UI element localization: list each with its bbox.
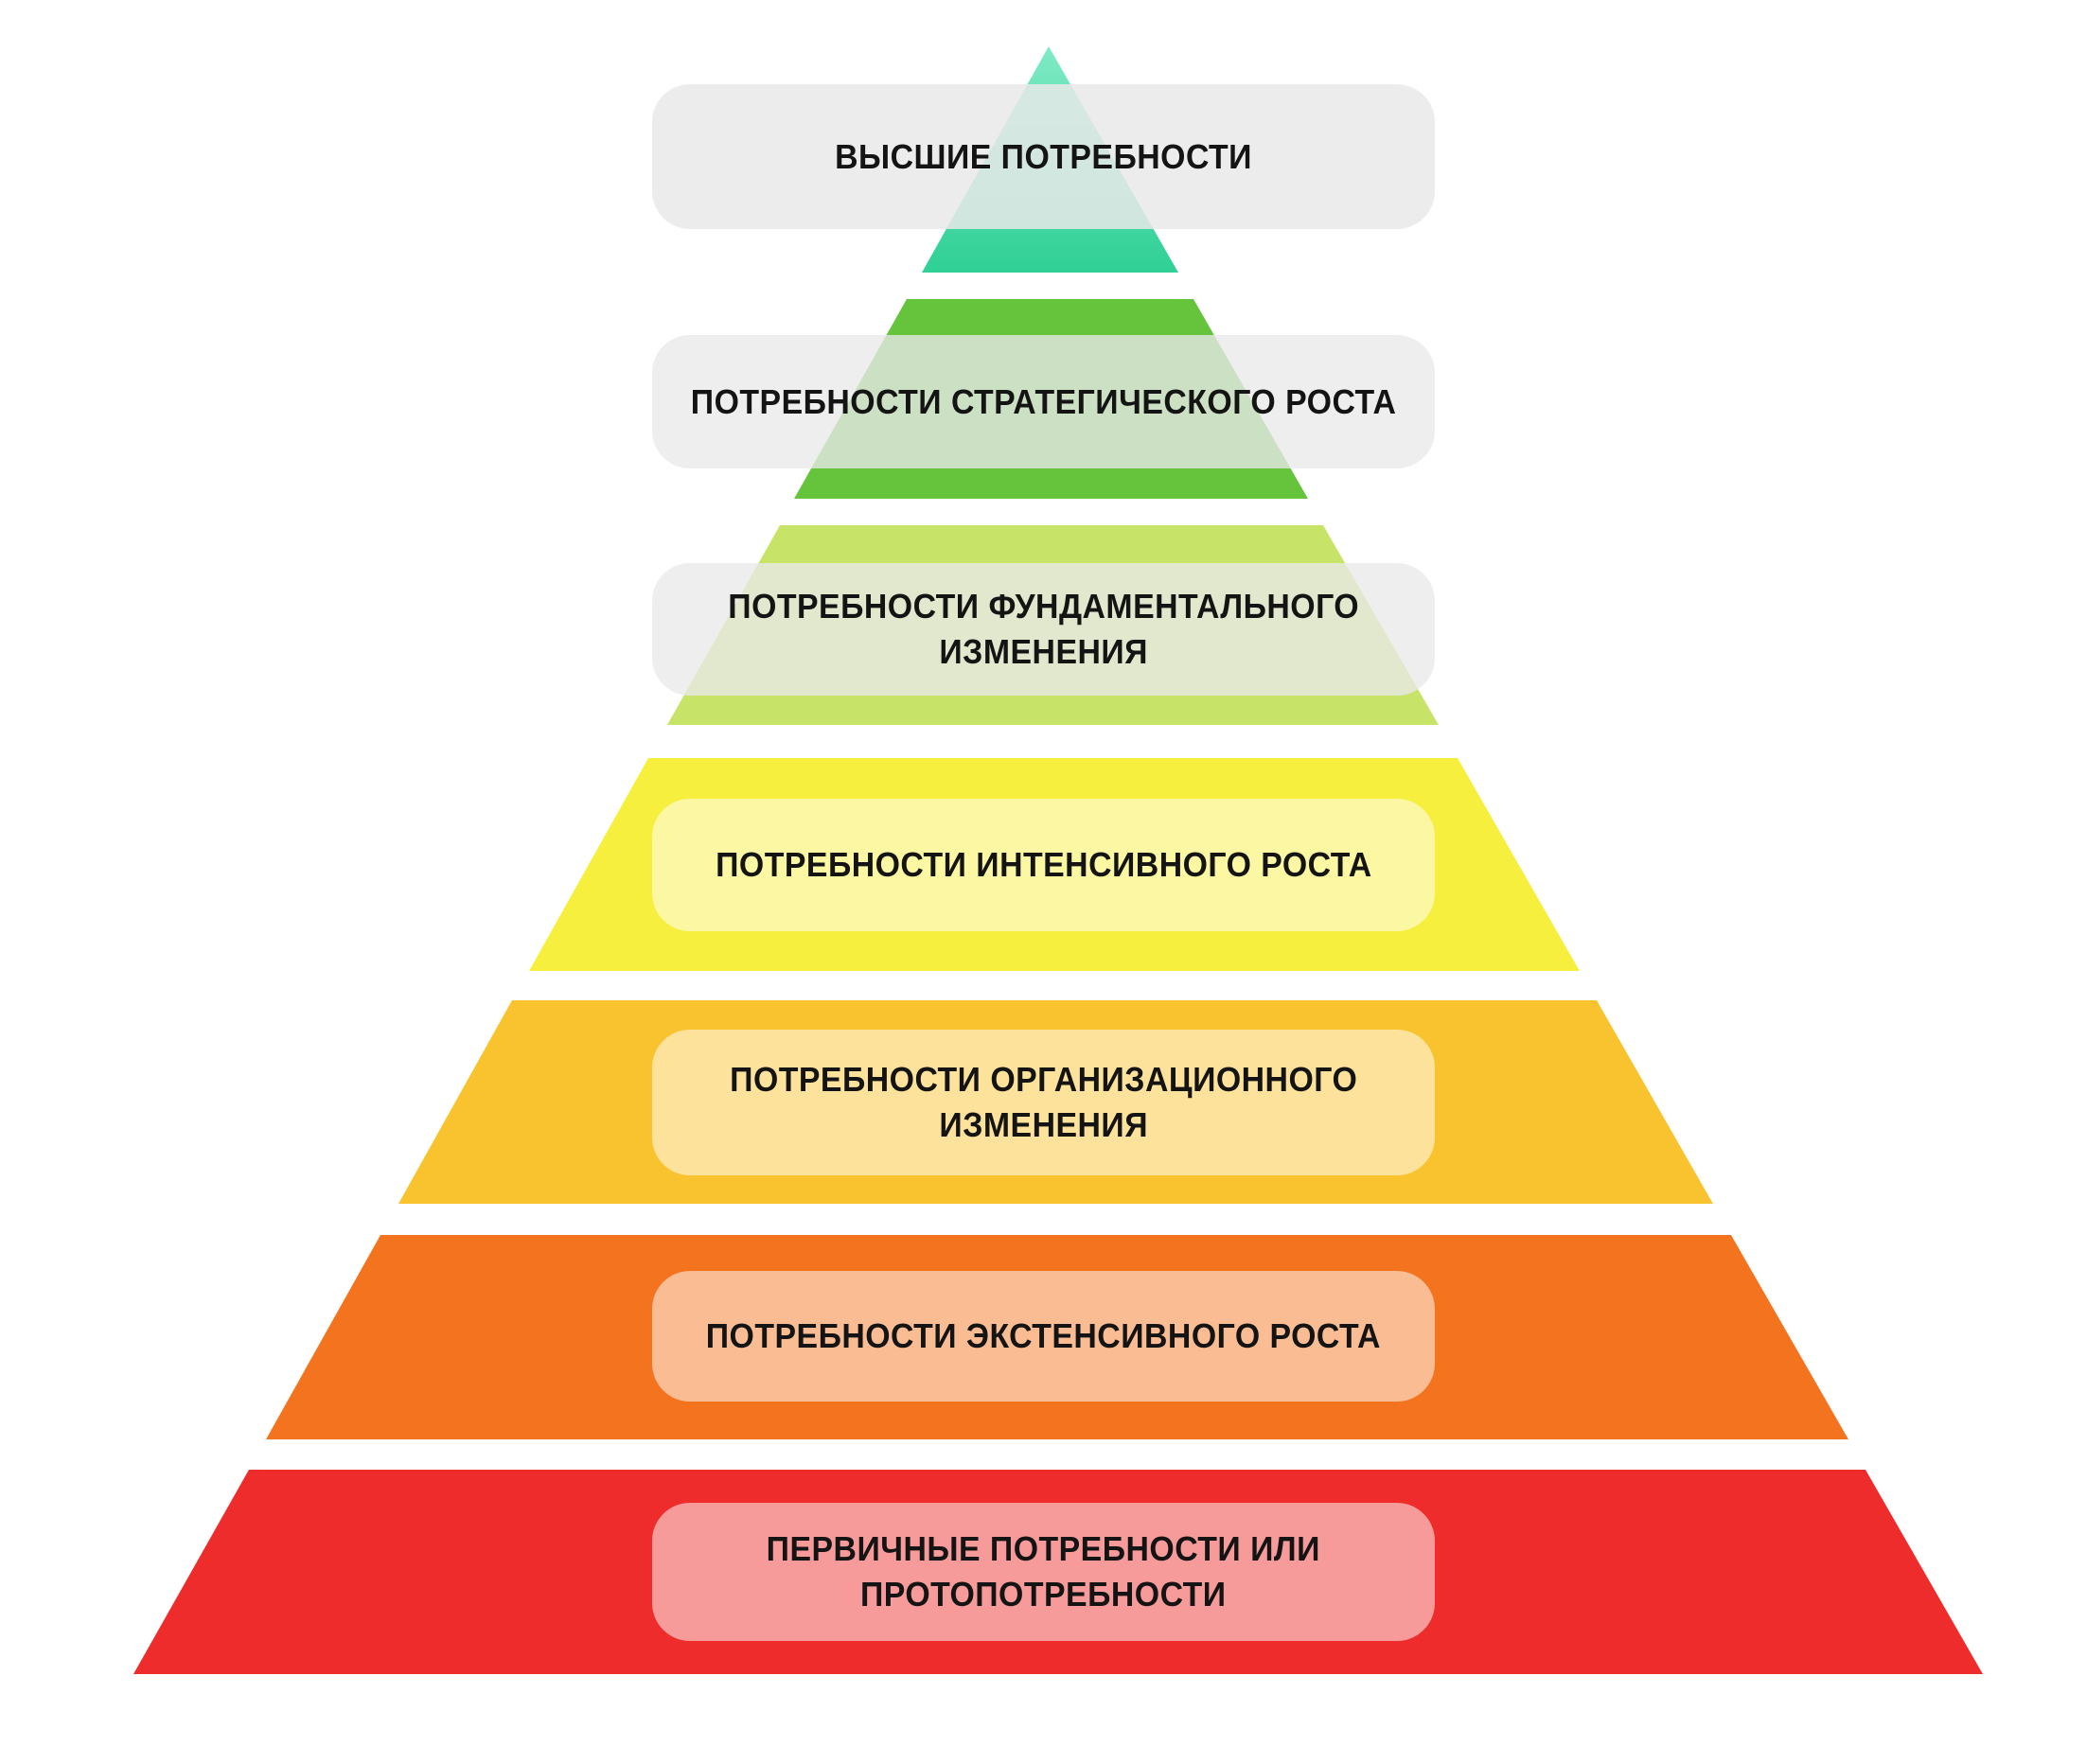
- level-4-label-pill: ПОТРЕБНОСТИ ИНТЕНСИВНОГО РОСТА: [652, 799, 1435, 931]
- level-3-label: ПОТРЕБНОСТИ ФУНДАМЕНТАЛЬНОГО ИЗМЕНЕНИЯ: [728, 587, 1359, 671]
- level-7-label-pill: ПЕРВИЧНЫЕ ПОТРЕБНОСТИ ИЛИ ПРОТОПОТРЕБНОС…: [652, 1503, 1435, 1641]
- level-2-label: ПОТРЕБНОСТИ СТРАТЕГИЧЕСКОГО РОСТА: [690, 381, 1397, 421]
- level-6-label-pill: ПОТРЕБНОСТИ ЭКСТЕНСИВНОГО РОСТА: [652, 1271, 1435, 1402]
- level-1-label-pill: ВЫСШИЕ ПОТРЕБНОСТИ: [652, 84, 1435, 229]
- level-5-label-pill: ПОТРЕБНОСТИ ОРГАНИЗАЦИОННОГО ИЗМЕНЕНИЯ: [652, 1030, 1435, 1175]
- level-2-label-pill: ПОТРЕБНОСТИ СТРАТЕГИЧЕСКОГО РОСТА: [652, 335, 1435, 468]
- level-6-label: ПОТРЕБНОСТИ ЭКСТЕНСИВНОГО РОСТА: [705, 1316, 1382, 1356]
- level-5-label: ПОТРЕБНОСТИ ОРГАНИЗАЦИОННОГО ИЗМЕНЕНИЯ: [729, 1060, 1358, 1144]
- level-3-label-pill: ПОТРЕБНОСТИ ФУНДАМЕНТАЛЬНОГО ИЗМЕНЕНИЯ: [652, 563, 1435, 696]
- level-1-label: ВЫСШИЕ ПОТРЕБНОСТИ: [835, 136, 1252, 176]
- level-7-label: ПЕРВИЧНЫЕ ПОТРЕБНОСТИ ИЛИ ПРОТОПОТРЕБНОС…: [766, 1529, 1321, 1614]
- level-4-label: ПОТРЕБНОСТИ ИНТЕНСИВНОГО РОСТА: [715, 845, 1372, 885]
